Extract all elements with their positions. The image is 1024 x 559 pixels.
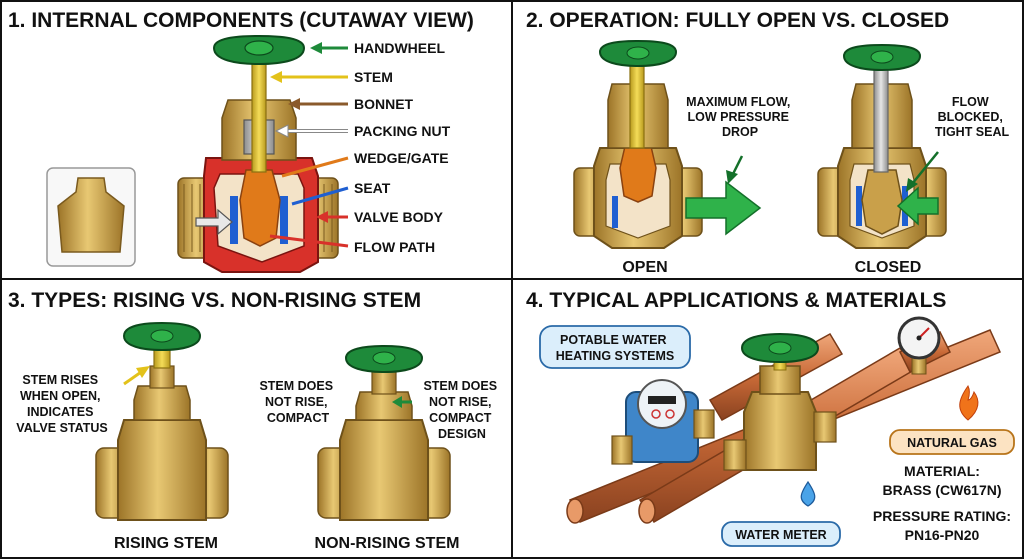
closed-note: FLOW BLOCKED, TIGHT SEAL: [935, 95, 1010, 139]
cutaway-valve: [46, 34, 339, 273]
panel-1-title: 1. INTERNAL COMPONENTS (CUTAWAY VIEW): [8, 9, 474, 32]
non-rising-note-right: STEM DOES NOT RISE, COMPACT DESIGN: [423, 379, 500, 441]
natural-gas-text: NATURAL GAS: [907, 436, 997, 450]
label-handwheel: HANDWHEEL: [354, 40, 445, 56]
rising-caption: RISING STEM: [114, 535, 218, 552]
rising-note: STEM RISES WHEN OPEN, INDICATES VALVE ST…: [16, 373, 107, 435]
pressure-value: PN16-PN20: [905, 527, 980, 543]
wedge-thumbnail-icon: [57, 177, 125, 253]
panel-2-title: 2. OPERATION: FULLY OPEN VS. CLOSED: [526, 9, 949, 32]
flow-path-arrow: [195, 208, 233, 236]
component-labels: HANDWHEEL STEM BONNET PACKING NUT WEDGE/…: [269, 40, 451, 255]
stem: [251, 61, 267, 173]
open-flow-arrow-icon: [685, 180, 762, 236]
label-packing-nut: PACKING NUT: [354, 123, 451, 139]
panel-4-title: 4. TYPICAL APPLICATIONS & MATERIALS: [526, 289, 946, 312]
non-rising-note-left: STEM DOES NOT RISE, COMPACT: [259, 379, 336, 425]
rising-stem-valve: [95, 321, 229, 521]
wedge-gate: [239, 169, 281, 247]
potable-water-badge: [539, 325, 691, 369]
panel-3-title: 3. TYPES: RISING VS. NON-RISING STEM: [8, 289, 421, 312]
valve-open: [573, 39, 762, 249]
application-gate-valve: [743, 391, 817, 471]
open-caption: OPEN: [622, 259, 667, 276]
water-meter-text: WATER METER: [735, 528, 826, 542]
flame-icon: [959, 385, 979, 421]
non-rising-stem-valve: [317, 344, 451, 521]
valve-closed: [817, 43, 947, 249]
label-stem: STEM: [354, 69, 393, 85]
potable-water-text: POTABLE WATER HEATING SYSTEMS: [556, 333, 675, 363]
closed-flow-arrow-icon: [896, 186, 939, 226]
material-value: BRASS (CW617N): [882, 482, 1001, 498]
closed-caption: CLOSED: [855, 259, 922, 276]
label-wedge-gate: WEDGE/GATE: [354, 150, 449, 166]
seat-left: [230, 196, 238, 244]
natural-gas-badge: [889, 429, 1015, 455]
pipe-assembly: [566, 316, 1002, 524]
pressure-label: PRESSURE RATING:: [873, 508, 1011, 524]
label-seat: SEAT: [354, 180, 391, 196]
non-rising-caption: NON-RISING STEM: [315, 535, 460, 552]
label-valve-body: VALVE BODY: [354, 209, 444, 225]
open-note: MAXIMUM FLOW, LOW PRESSURE DROP: [686, 95, 794, 139]
water-meter-badge: [721, 521, 841, 547]
water-drop-icon: [800, 480, 816, 507]
material-label: MATERIAL:: [904, 463, 980, 479]
seat-right: [280, 196, 288, 244]
label-bonnet: BONNET: [354, 96, 414, 112]
label-flow-path: FLOW PATH: [354, 239, 435, 255]
